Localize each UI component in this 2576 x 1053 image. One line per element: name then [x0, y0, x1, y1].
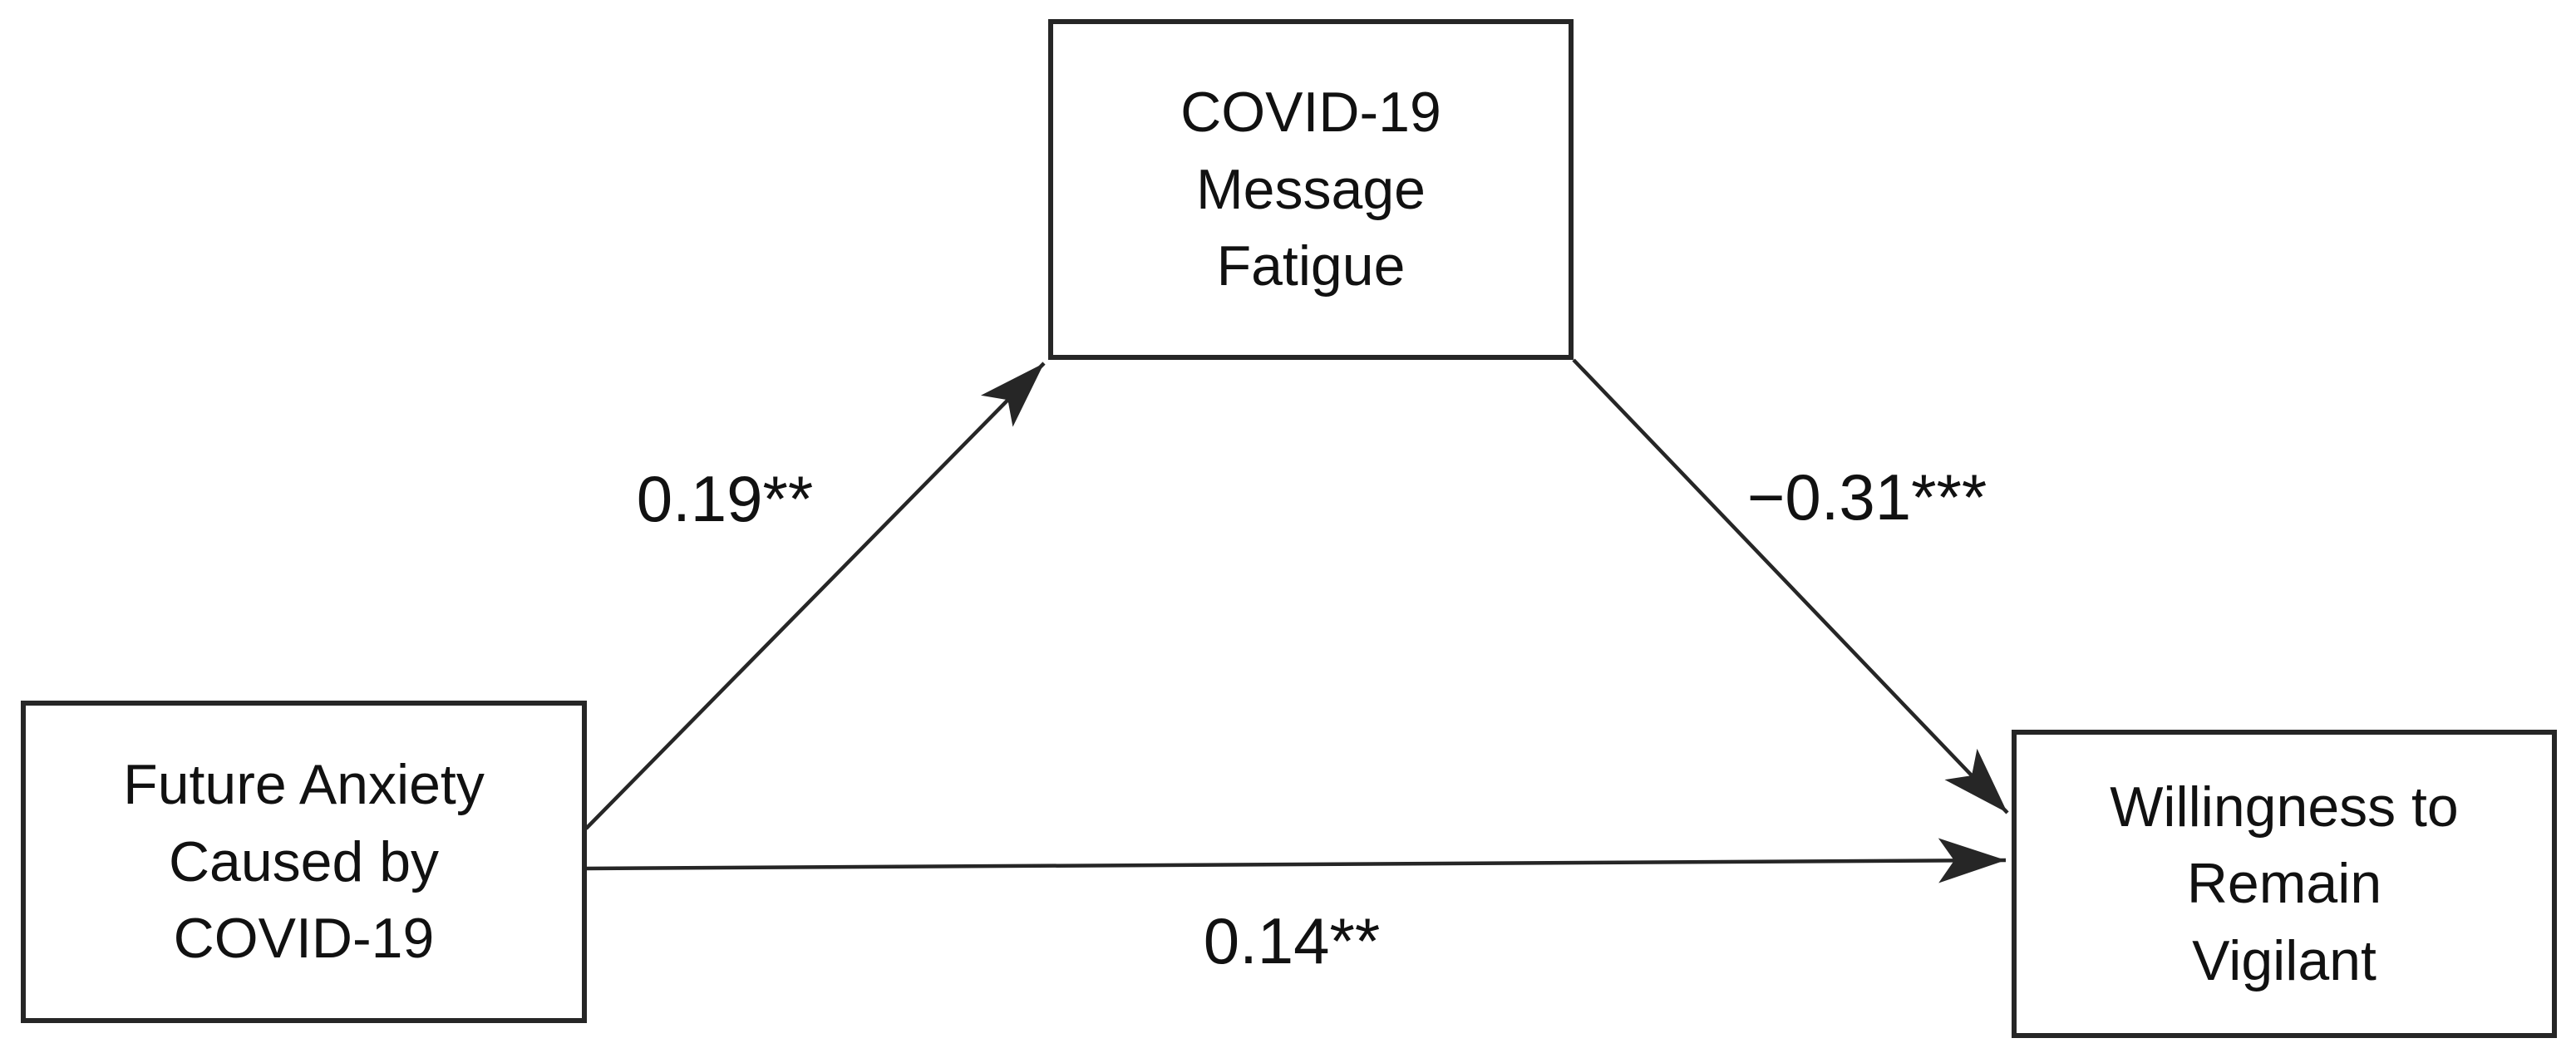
- node-mediator: COVID-19 Message Fatigue: [1048, 19, 1574, 360]
- node-mediator-label: COVID-19 Message Fatigue: [1180, 81, 1441, 298]
- node-predictor: Future Anxiety Caused by COVID-19: [21, 701, 587, 1023]
- node-outcome: Willingness to Remain Vigilant: [2012, 730, 2557, 1038]
- coefficient-a-label: 0.19**: [636, 462, 814, 535]
- node-predictor-label: Future Anxiety Caused by COVID-19: [123, 753, 485, 971]
- node-outcome-label: Willingness to Remain Vigilant: [2110, 775, 2459, 992]
- coefficient-b-label: −0.31***: [1746, 460, 1987, 534]
- coefficient-c-label: 0.14**: [1203, 904, 1381, 977]
- path-c-arrow: [585, 838, 2007, 883]
- path-b-arrow: [1572, 358, 2009, 814]
- path-a-arrow: [584, 362, 1046, 830]
